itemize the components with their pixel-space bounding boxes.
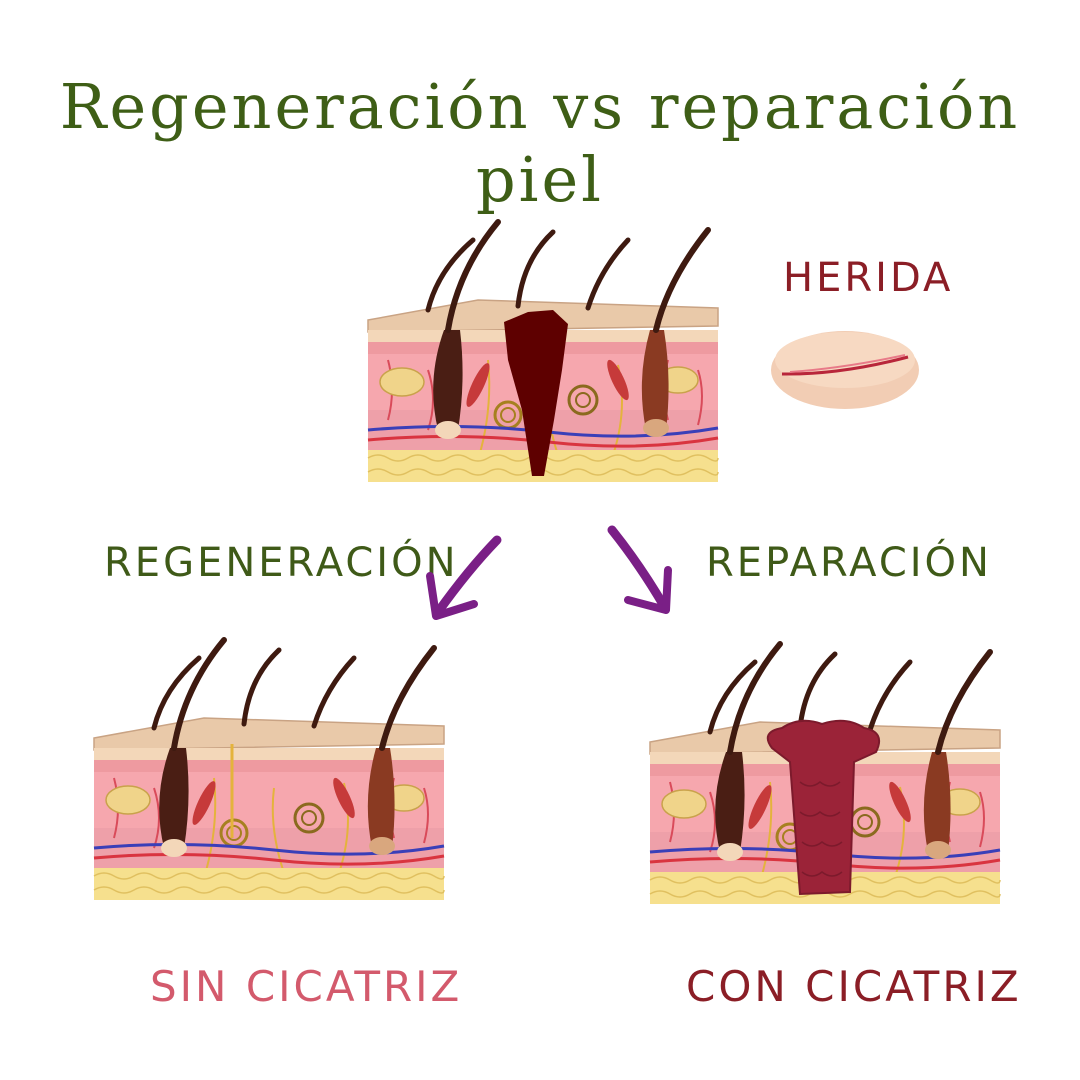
regeneration-diagram-icon xyxy=(94,640,444,900)
arrow-down-right-icon xyxy=(607,525,672,614)
repair-diagram-icon xyxy=(650,644,1000,904)
sin-cicatriz-label: SIN CICATRIZ xyxy=(150,962,463,1011)
herida-label: HERIDA xyxy=(783,255,954,301)
reparacion-label: REPARACIÓN xyxy=(706,540,992,586)
arrow-down-left-icon xyxy=(426,535,502,620)
cut-skin-icon xyxy=(771,331,919,409)
wound-diagram-icon xyxy=(368,222,718,482)
page-title: Regeneración vs reparación piel xyxy=(59,70,1021,216)
regeneracion-label: REGENERACIÓN xyxy=(104,540,459,586)
con-cicatriz-label: CON CICATRIZ xyxy=(686,962,1022,1011)
